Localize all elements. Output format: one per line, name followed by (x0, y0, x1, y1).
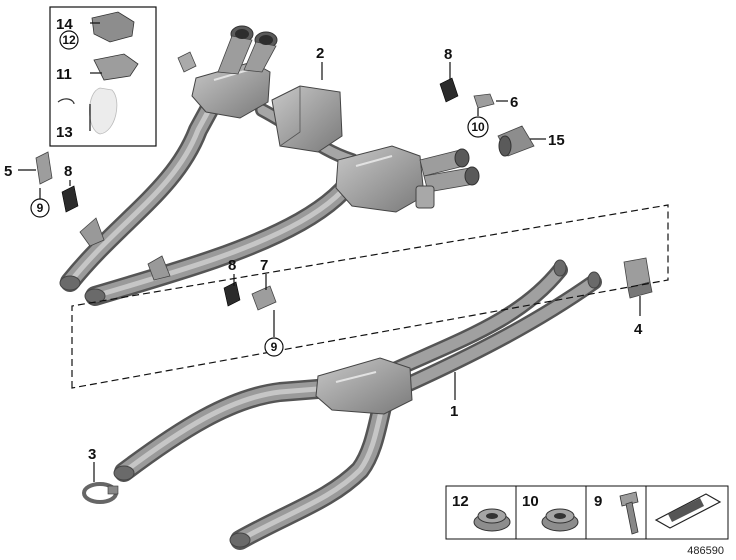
rear-silencer-assembly (59, 25, 480, 306)
callout-12: 12 (62, 33, 76, 47)
callout-5: 5 (4, 163, 12, 180)
bracket-part-5 (35, 151, 53, 185)
bracket-part-7 (251, 285, 277, 311)
callout-11: 11 (56, 66, 72, 83)
flange-nut-10-icon (541, 508, 579, 532)
clamp-part-3 (82, 482, 119, 504)
callout-3: 3 (88, 446, 96, 463)
legend-label-9: 9 (594, 493, 602, 510)
callout-9a: 9 (37, 201, 44, 215)
sleeve-part-15 (497, 125, 535, 157)
callout-14: 14 (56, 16, 73, 33)
assembly-dashed-outline (71, 204, 669, 389)
callout-7: 7 (260, 257, 268, 274)
callout-9b: 9 (271, 340, 278, 354)
flange-nut-12-icon (473, 508, 511, 532)
callout-10: 10 (471, 120, 485, 134)
legend-label-12: 12 (452, 493, 469, 510)
callout-15: 15 (548, 132, 565, 149)
bracket-part-6 (473, 93, 495, 109)
bolt-9-icon (619, 491, 639, 535)
callout-8a: 8 (444, 46, 452, 63)
callout-1: 1 (450, 403, 458, 420)
legend-label-10: 10 (522, 493, 539, 510)
front-pipe-catalytic-converter (113, 259, 602, 550)
callout-2: 2 (316, 45, 324, 62)
rubber-hanger-part-8b (61, 185, 79, 213)
callout-4: 4 (634, 321, 643, 338)
callout-13: 13 (56, 124, 73, 141)
document-number: 486590 (687, 545, 724, 557)
callout-8b: 8 (64, 163, 72, 180)
callout-8c: 8 (228, 257, 236, 274)
inset-detail-box (49, 6, 157, 147)
rubber-hanger-part-8a (439, 77, 459, 103)
leader-lines (18, 22, 641, 482)
clamp-part-4 (623, 257, 653, 299)
callout-labels: 1 2 3 4 5 6 7 8 8 8 11 13 14 15 12 10 9 … (4, 16, 643, 463)
callout-6: 6 (510, 94, 518, 111)
hardware-legend: 12 10 9 (445, 485, 729, 540)
rubber-hanger-part-8c (223, 281, 241, 307)
direction-arrow-icon (654, 493, 722, 529)
